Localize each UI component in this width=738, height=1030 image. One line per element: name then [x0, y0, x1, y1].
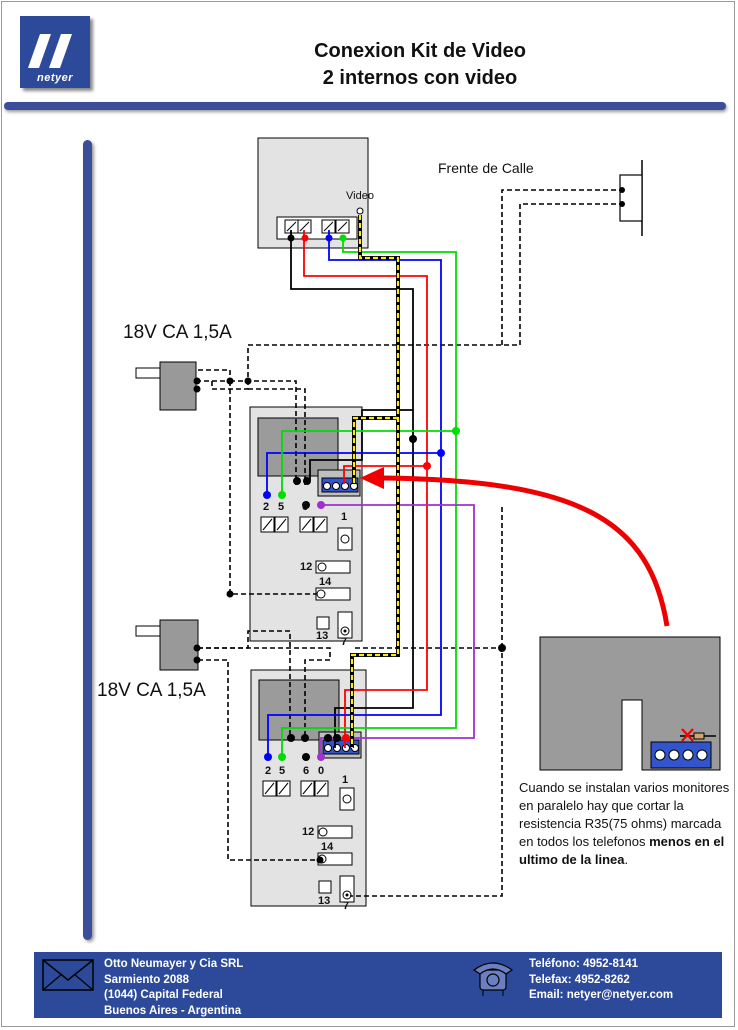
contact-fax: Telefax: 4952-8262 — [529, 973, 630, 986]
netyer-logo: netyer — [20, 16, 90, 88]
title-line-2: 2 internos con video — [322, 67, 518, 89]
solid-wires — [266, 215, 475, 757]
monitor-2 — [250, 669, 367, 907]
company-street: Sarmiento 2088 — [104, 973, 190, 986]
envelope-icon — [42, 959, 94, 991]
m1-terminal-2: 2 — [263, 501, 270, 513]
contact-phone: Teléfono: 4952-8141 — [529, 958, 639, 970]
red-arrow — [360, 467, 670, 627]
m1-terminal-14: 14 — [319, 576, 332, 588]
m2-terminal-5: 5 — [279, 765, 286, 777]
m1-terminal-13: 13 — [316, 630, 329, 642]
m1-terminal-12: 12 — [300, 561, 313, 573]
footer: Otto Neumayer y Cia SRL Sarmiento 2088 (… — [34, 952, 722, 1018]
note-end: . — [624, 852, 629, 867]
company-name: Otto Neumayer y Cia SRL — [104, 958, 244, 970]
video-label: Video — [346, 190, 374, 202]
m2-terminal-14: 14 — [321, 841, 334, 853]
m1-terminal-6: 6 — [302, 501, 309, 513]
company-address: Otto Neumayer y Cia SRL Sarmiento 2088 (… — [104, 957, 243, 1019]
logo-mark — [28, 34, 72, 68]
footer-icons — [42, 959, 514, 996]
page-title: Conexion Kit de Video 2 internos con vid… — [240, 38, 600, 92]
street-panel — [619, 160, 643, 236]
telephone-icon — [472, 962, 514, 996]
m1-terminal-1: 1 — [341, 511, 348, 523]
note-text: Cuando se instalan varios monitores en p… — [519, 780, 730, 849]
street-panel-label: Frente de Calle — [438, 160, 534, 176]
contact-info: Teléfono: 4952-8141 Telefax: 4952-8262 E… — [529, 957, 673, 1004]
side-bar — [83, 140, 92, 940]
psu-2-label: 18V CA 1,5A — [97, 680, 206, 701]
header-divider — [4, 102, 726, 110]
m1-terminal-5: 5 — [278, 501, 285, 513]
power-supply-1 — [135, 361, 197, 411]
title-line-1: Conexion Kit de Video — [314, 40, 526, 62]
m1-terminal-7: 7 — [341, 636, 348, 648]
company-city: (1044) Capital Federal — [104, 989, 223, 1001]
psu-1-label: 18V CA 1,5A — [123, 322, 232, 343]
installation-note: Cuando se instalan varios monitores en p… — [519, 779, 734, 869]
power-supply-2 — [135, 619, 199, 671]
m2-terminal-1: 1 — [342, 774, 349, 786]
m2-terminal-2: 2 — [265, 765, 272, 777]
junction-dots — [193, 234, 506, 864]
m2-terminal-0: 0 — [318, 765, 325, 777]
contact-email[interactable]: Email: netyer@netyer.com — [529, 989, 674, 1001]
logo-slash-left — [28, 34, 51, 68]
m2-terminal-13: 13 — [318, 895, 331, 907]
note-bold-text: menos en el ultimo de la linea — [519, 834, 725, 867]
m2-terminal-12: 12 — [302, 826, 315, 838]
m2-terminal-6: 6 — [303, 765, 310, 777]
company-country: Buenos Aires - Argentina — [104, 1004, 242, 1017]
door-camera-unit — [257, 137, 369, 249]
logo-slash-right — [49, 34, 72, 68]
logo-text: netyer — [36, 72, 74, 84]
board-detail — [539, 636, 721, 771]
m2-terminal-7: 7 — [343, 900, 350, 912]
monitor-1 — [249, 406, 363, 642]
